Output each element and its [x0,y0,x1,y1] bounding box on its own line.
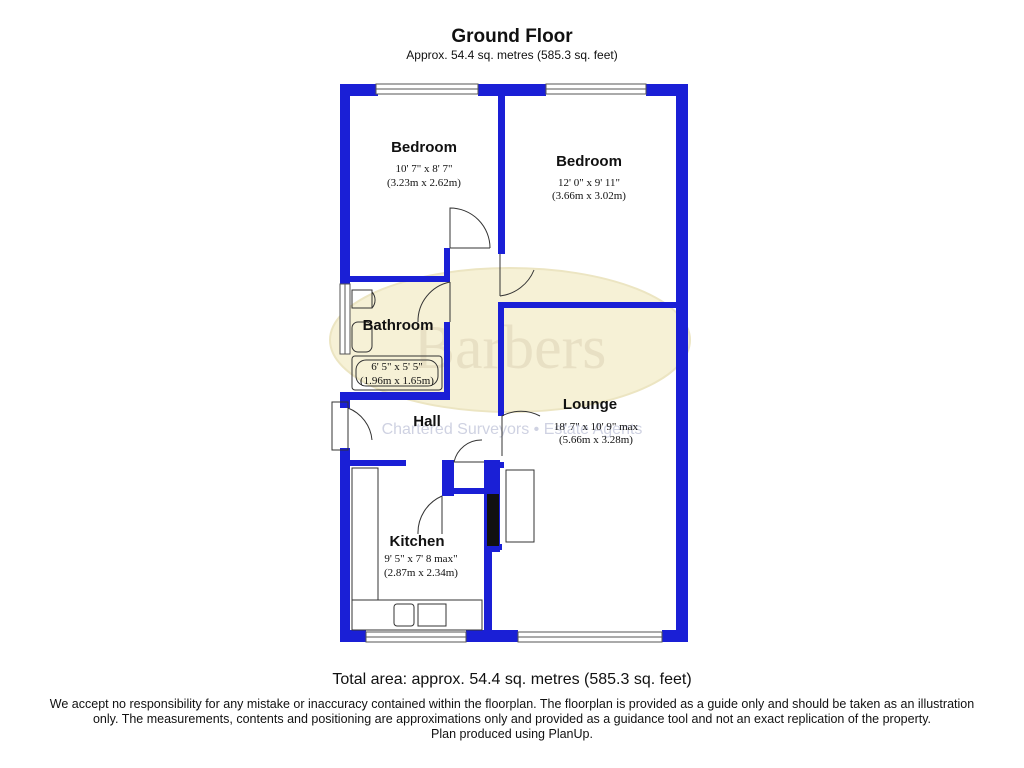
door-front [331,401,373,451]
kitchen-worktop-bottom [351,599,483,631]
wall-bedroom1-door-jamb [444,248,450,282]
cupboard-fill [487,494,499,546]
bath [351,355,443,391]
door-bedroom2 [499,254,535,297]
disclaimer-line-1: We accept no responsibility for any mist… [49,697,975,711]
wall-bedroom-divider [498,84,505,254]
bedroom2-name: Bedroom [556,153,622,170]
wall-cupboard-top [442,460,454,496]
wall-right [676,84,688,642]
wall-bathroom-right [444,322,450,400]
kitchen-dim-metric: (2.87m x 2.34m) [384,567,458,579]
bedroom1-dim-metric: (3.23m x 2.62m) [387,177,461,189]
lounge-unit [505,469,535,543]
disclaimer-line-3: Plan produced using PlanUp. [431,727,593,741]
bedroom1-name: Bedroom [391,139,457,156]
doors [331,207,541,535]
bedroom2-dim-metric: (3.66m x 3.02m) [552,190,626,202]
kitchen-dim-imperial: 9' 5" x 7' 8 max" [384,553,457,565]
wall-bedroom1-bottom [340,276,446,282]
door-bedroom1 [449,207,491,249]
total-area: Total area: approx. 54.4 sq. metres (585… [332,671,692,688]
door-kitchen [417,495,443,535]
wall-left-upper [340,84,350,284]
basin [351,321,373,353]
bath-inner [355,359,439,387]
lounge-name: Lounge [563,396,617,413]
wall-cupboard-bottom [442,488,486,494]
wall-bedroom2-bottom [500,302,688,308]
disclaimer: We accept no responsibility for any mist… [0,697,1024,742]
lounge-dim-metric: (5.66m x 3.28m) [559,434,633,446]
windows [339,83,663,643]
room-labels: Bedroom 10' 7" x 8' 7" (3.23m x 2.62m) B… [360,139,639,579]
door-cupboard [453,439,484,463]
toilet [351,289,376,309]
bedroom2-dim-imperial: 12' 0" x 9' 11" [558,177,620,189]
kitchen-drainer [417,603,447,627]
plan-title: Ground Floor [451,26,573,47]
plan-subtitle: Approx. 54.4 sq. metres (585.3 sq. feet) [406,48,618,62]
kitchen-name: Kitchen [389,533,444,550]
fixtures [351,289,535,631]
bathroom-dim-imperial: 6' 5" x 5' 5" [371,361,422,373]
disclaimer-line-2: only. The measurements, contents and pos… [92,712,932,726]
door-bathroom [417,281,451,323]
hall-name: Hall [413,413,441,430]
logo-brand: Barbers [414,314,607,382]
kitchen-worktop [351,467,379,601]
bedroom1-dim-imperial: 10' 7" x 8' 7" [396,163,453,175]
lounge-dim-imperial: 18' 7" x 10' 9" max [554,421,639,433]
wall-left-bottom [340,448,350,642]
wall-bathroom-bottom [340,392,450,400]
wall-bottom-left [340,630,366,642]
door-lounge [501,410,541,456]
kitchen-sink [393,603,415,627]
wall-lounge-left-bottom [484,546,492,642]
wall-kitchen-top [350,460,406,466]
wall-bottom-right [662,630,688,642]
logo-tagline: Chartered Surveyors • Estate Agents [382,421,643,438]
wall-lounge-left [498,302,504,416]
wall-top-mid [478,84,546,96]
bathroom-dim-metric: (1.96m x 1.65m) [360,375,434,387]
wall-kitchen-right [484,544,502,550]
bathroom-name: Bathroom [363,317,434,334]
